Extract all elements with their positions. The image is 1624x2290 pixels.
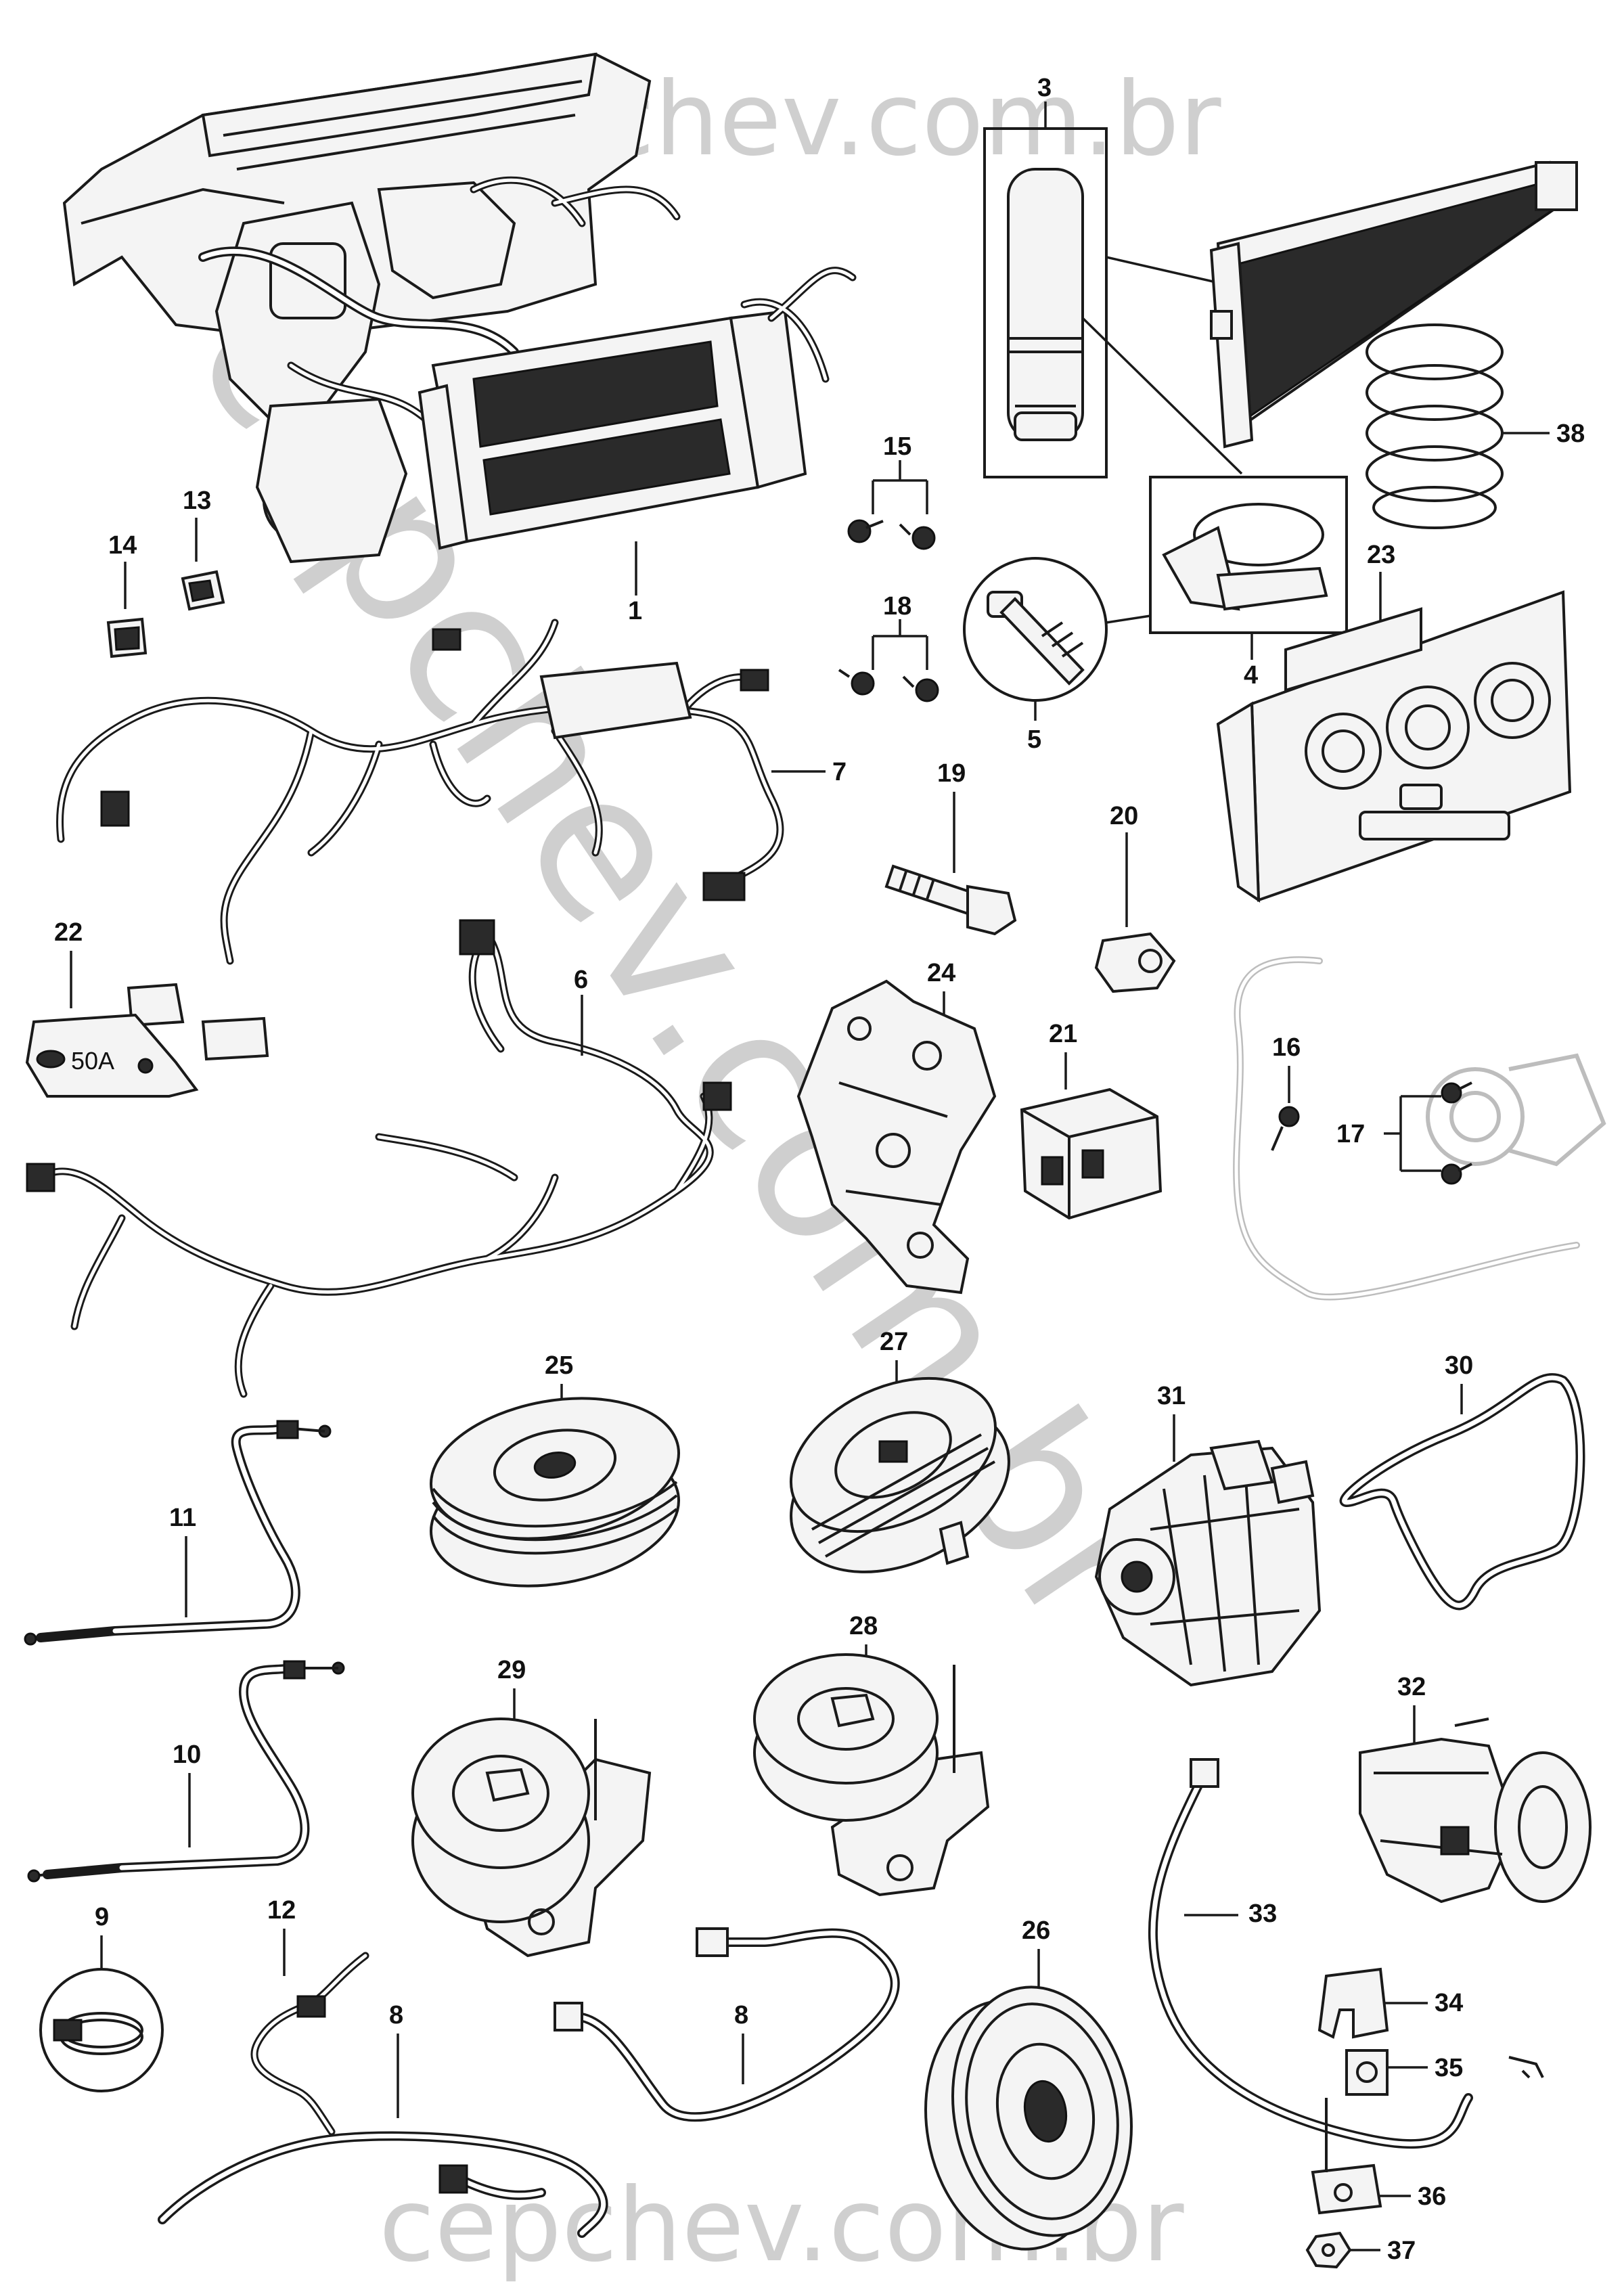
callout-17: 17 <box>1336 1120 1365 1148</box>
bolts-15-icon <box>847 519 936 550</box>
callout-8b: 8 <box>734 2001 748 2029</box>
callout-27: 27 <box>880 1328 908 1356</box>
nut-37-icon <box>1305 2231 1352 2269</box>
tensioner-29-icon <box>411 1718 652 1958</box>
bolts-18-icon <box>838 669 939 702</box>
compressor-32-icon <box>1359 1718 1592 1904</box>
hose-12-icon <box>250 1952 369 2136</box>
callout-6: 6 <box>574 966 588 994</box>
clip-icon <box>1508 2056 1544 2079</box>
fuse-label: 50A <box>71 1047 114 1075</box>
callout-16: 16 <box>1272 1033 1301 1062</box>
receiver-drier-icon <box>1007 168 1084 441</box>
callout-10: 10 <box>173 1741 201 1769</box>
pulley-icon <box>429 1397 681 1588</box>
pipe-33-icon <box>1148 1758 1473 2149</box>
callout-19: 19 <box>937 759 966 788</box>
bushing-35-icon <box>1345 2049 1389 2096</box>
hvac-module-icon <box>62 52 857 564</box>
callout-35: 35 <box>1435 2054 1463 2082</box>
callout-32: 32 <box>1397 1673 1426 1701</box>
callout-18: 18 <box>883 592 911 621</box>
bolt-19-icon <box>884 864 1017 936</box>
callout-37: 37 <box>1387 2237 1416 2265</box>
wiring-harness-6-icon <box>26 919 732 1398</box>
callout-38: 38 <box>1556 420 1585 448</box>
nut-20-icon <box>1094 932 1176 993</box>
callout-21: 21 <box>1049 1020 1077 1048</box>
coil-spring-icon <box>1366 323 1504 529</box>
callout-14: 14 <box>108 531 137 560</box>
callout-7: 7 <box>832 758 847 786</box>
callout-13: 13 <box>183 487 211 515</box>
callout-4: 4 <box>1244 661 1258 690</box>
callout-12: 12 <box>267 1896 296 1925</box>
callout-24: 24 <box>927 959 955 987</box>
fuse-icon: 50A <box>25 983 269 1098</box>
callout-31: 31 <box>1157 1382 1186 1410</box>
callout-11: 11 <box>169 1504 196 1532</box>
hose-8a-icon <box>158 2131 608 2238</box>
callout-25: 25 <box>545 1351 573 1380</box>
faded-hose-icon <box>1233 956 1606 1301</box>
bushing-34-icon <box>1317 1967 1389 2039</box>
callout-5: 5 <box>1027 725 1041 754</box>
bolt-icon <box>987 591 1085 686</box>
callout-30: 30 <box>1445 1351 1473 1380</box>
callout-36: 36 <box>1418 2182 1446 2211</box>
hose-10-icon <box>27 1660 345 1883</box>
callout-15: 15 <box>883 432 911 461</box>
callout-23: 23 <box>1367 541 1395 569</box>
hose-11-icon <box>24 1420 332 1646</box>
callout-1: 1 <box>628 597 642 625</box>
condenser-icon <box>1209 160 1578 449</box>
clamp-icon <box>1162 503 1328 611</box>
alternator-icon <box>1094 1439 1322 1687</box>
hose-8b-icon <box>554 1927 900 2122</box>
callout-28: 28 <box>849 1612 878 1640</box>
callout-9: 9 <box>95 1903 109 1931</box>
callout-33: 33 <box>1248 1900 1277 1928</box>
hose-clamp-icon <box>53 2012 143 2055</box>
relay-14-icon <box>106 617 148 658</box>
callout-26: 26 <box>1022 1916 1050 1945</box>
climate-control-panel-icon <box>1216 590 1572 903</box>
callout-8a: 8 <box>389 2001 403 2029</box>
pulley-27-icon <box>789 1376 1010 1573</box>
bracket-36-icon <box>1311 2098 1382 2215</box>
callout-22: 22 <box>54 918 83 947</box>
drive-belt-icon <box>1339 1373 1585 1611</box>
relay-icon <box>1020 1087 1163 1220</box>
detail-box-4 <box>1149 476 1348 634</box>
callout-20: 20 <box>1110 802 1138 830</box>
callout-3: 3 <box>1037 74 1052 102</box>
callout-29: 29 <box>497 1656 526 1684</box>
bracket-24-icon <box>796 979 997 1295</box>
tensioner-28-icon <box>753 1653 990 1897</box>
wiring-harness-7-icon <box>56 619 784 965</box>
detail-circle-9 <box>39 1968 164 2092</box>
bolt-16-icon <box>1271 1106 1300 1151</box>
relay-13-icon <box>181 570 225 611</box>
bolts-17-icon <box>1441 1081 1472 1185</box>
callout-34: 34 <box>1435 1989 1463 2017</box>
crank-pulley-icon <box>924 1985 1133 2251</box>
